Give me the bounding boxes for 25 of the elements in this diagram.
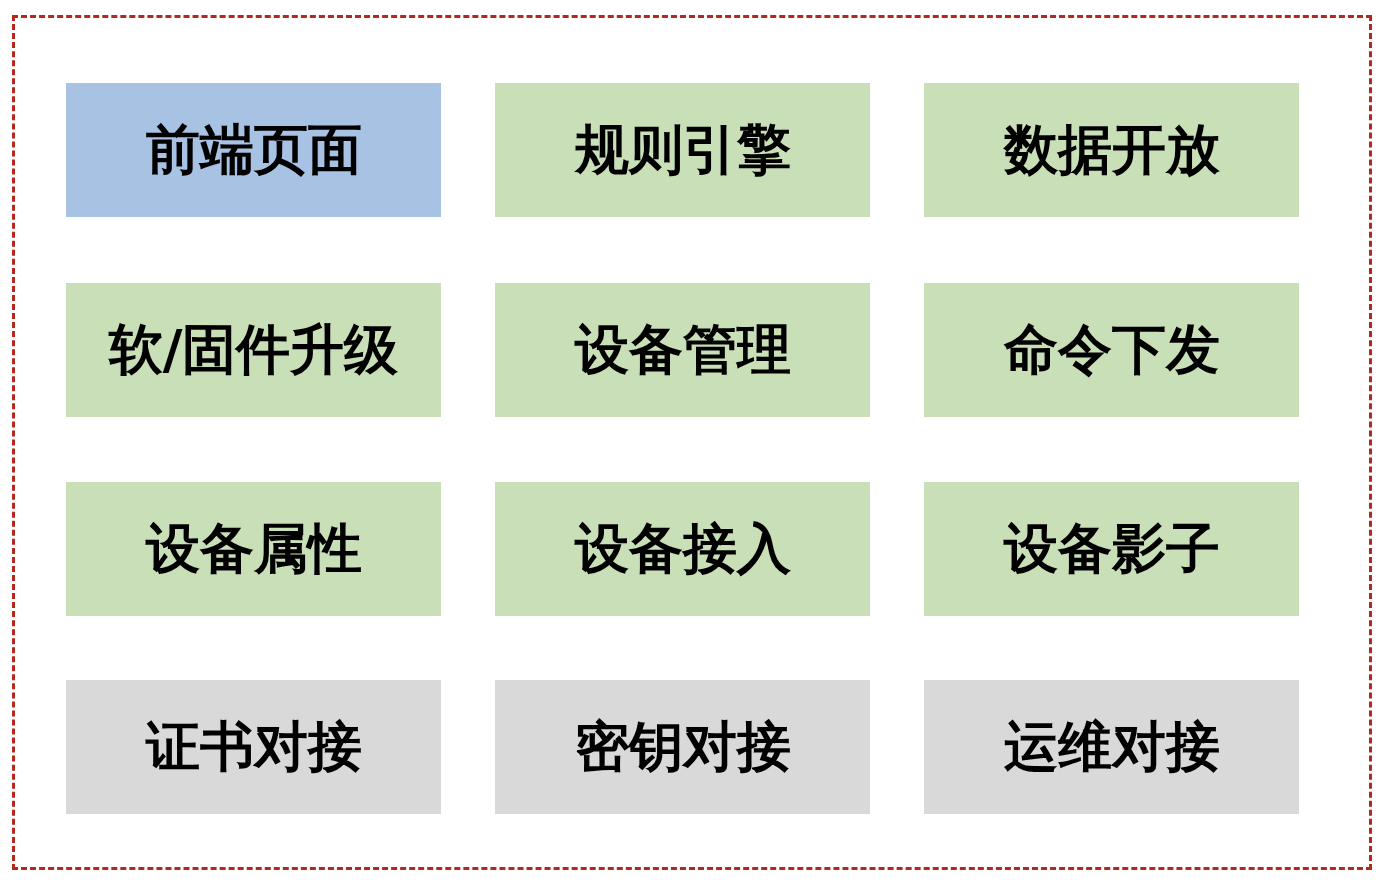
module-label: 规则引擎 [574, 120, 791, 180]
module-box [66, 482, 441, 616]
module-box [924, 83, 1299, 217]
module-label: 设备属性 [145, 519, 362, 579]
dashed-frame [12, 15, 1372, 870]
module-label: 密钥对接 [574, 717, 791, 777]
module-box [924, 680, 1299, 814]
module-label: 设备影子 [1003, 519, 1220, 579]
module-box [924, 283, 1299, 417]
module-box [66, 83, 441, 217]
module-box [66, 283, 441, 417]
module-box [495, 680, 870, 814]
module-label: 前端页面 [145, 120, 362, 180]
module-box [924, 482, 1299, 616]
module-label: 设备接入 [574, 519, 791, 579]
module-box [495, 482, 870, 616]
module-label: 数据开放 [1003, 120, 1220, 180]
module-label: 运维对接 [1003, 717, 1220, 777]
module-box [66, 680, 441, 814]
module-box [495, 283, 870, 417]
module-label: 软/固件升级 [108, 320, 399, 380]
module-label: 设备管理 [574, 320, 791, 380]
module-label: 证书对接 [145, 717, 362, 777]
module-box [495, 83, 870, 217]
module-label: 命令下发 [1003, 320, 1220, 380]
